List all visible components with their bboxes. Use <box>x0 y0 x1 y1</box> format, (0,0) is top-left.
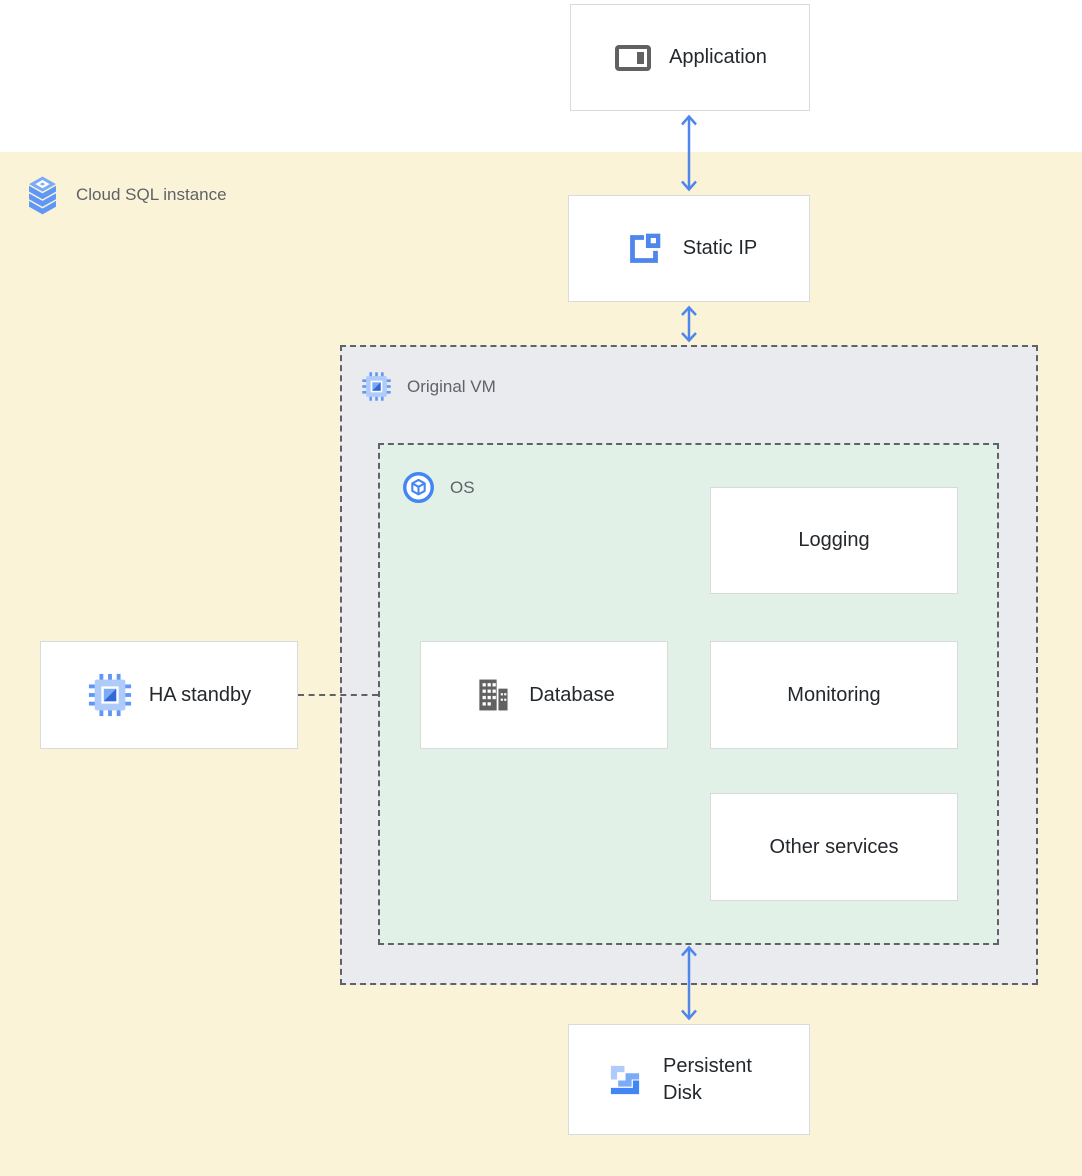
database-building-icon <box>473 675 513 715</box>
other-services-node: Other services <box>710 793 958 901</box>
logging-node: Logging <box>710 487 958 594</box>
bidirectional-arrow <box>678 113 700 193</box>
database-label: Database <box>529 683 615 706</box>
persistent-disk-icon <box>603 1058 647 1102</box>
cloud-sql-zone-title: Cloud SQL instance <box>76 185 227 204</box>
bidirectional-arrow <box>678 304 700 344</box>
application-window-icon <box>613 38 653 78</box>
logging-label: Logging <box>798 529 870 551</box>
static-ip-node: Static IP <box>568 195 810 302</box>
ha-standby-label: HA standby <box>148 683 252 706</box>
original-vm-zone-label: Original VM <box>361 371 496 402</box>
application-label: Application <box>669 46 767 68</box>
os-zone-title: OS <box>450 477 475 497</box>
static-ip-label: Static IP <box>682 237 758 259</box>
static-ip-icon <box>621 226 667 272</box>
persistent-disk-label: Persistent Disk <box>663 1054 752 1104</box>
os-zone-label: OS <box>402 471 475 504</box>
cloud-sql-zone-label: Cloud SQL instance <box>24 174 227 216</box>
ha-standby-node: HA standby <box>40 641 298 749</box>
compute-engine-icon <box>361 371 392 402</box>
bidirectional-arrow <box>678 944 700 1022</box>
monitoring-label: Monitoring <box>787 683 881 706</box>
monitoring-node: Monitoring <box>710 641 958 749</box>
database-node: Database <box>420 641 668 749</box>
os-icon <box>402 471 435 504</box>
persistent-disk-node: Persistent Disk <box>568 1024 810 1135</box>
original-vm-zone-title: Original VM <box>407 376 496 396</box>
application-node: Application <box>570 4 810 111</box>
ha-standby-dashed-link <box>298 694 378 696</box>
compute-engine-icon <box>87 672 133 718</box>
other-services-label: Other services <box>769 835 899 858</box>
cloud-sql-icon <box>24 174 61 216</box>
